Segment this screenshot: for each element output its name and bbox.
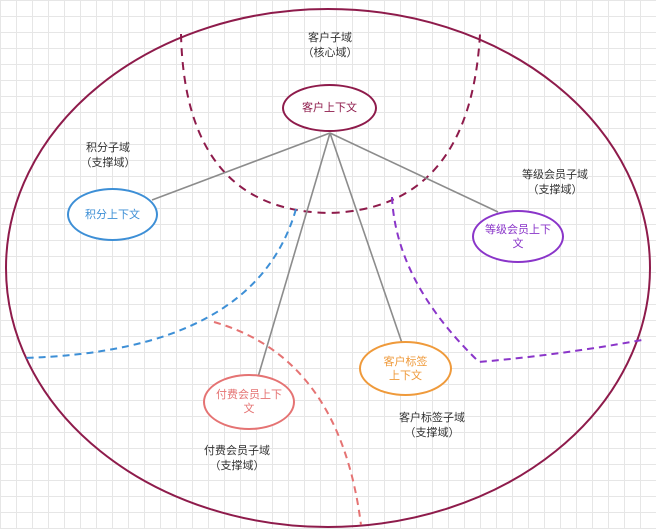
paid-domain-label: 付费会员子域 （支撑域） (204, 443, 270, 473)
paid-context-label: 付费会员上下 文 (216, 388, 282, 415)
points-context-label: 积分上下文 (85, 207, 140, 221)
tag-context-label: 客户标签 上下文 (383, 354, 428, 382)
connector-customer-tag (329, 132, 403, 344)
customer-context-label: 客户上下文 (302, 101, 357, 114)
outer-boundary (5, 8, 651, 528)
connector-customer-level (329, 132, 499, 213)
tag-domain-type: （支撑域） (404, 426, 460, 439)
paid-domain-boundary (213, 321, 362, 526)
connector-customer-paid (257, 132, 331, 378)
customer-domain-label: 客户子域 （核心域） (303, 30, 358, 60)
tag-domain-name: 客户标签子域 (399, 411, 465, 424)
points-domain-boundary (21, 208, 297, 359)
level-domain-boundary (391, 196, 643, 364)
level-context-label: 等级会员上下 文 (485, 222, 551, 250)
paid-domain-type: （支撑域） (209, 459, 265, 472)
customer-context-node[interactable]: 客户上下文 (282, 84, 377, 132)
points-context-node[interactable]: 积分上下文 (67, 188, 158, 241)
connector-customer-points (151, 132, 331, 201)
level-domain-type: （支撑域） (527, 183, 583, 196)
level-context-node[interactable]: 等级会员上下 文 (472, 210, 564, 263)
level-domain-name: 等级会员子域 (522, 168, 588, 181)
tag-context-node[interactable]: 客户标签 上下文 (359, 341, 452, 396)
paid-domain-name: 付费会员子域 (204, 444, 270, 457)
points-domain-name: 积分子域 (86, 141, 130, 154)
paid-context-node[interactable]: 付费会员上下 文 (203, 374, 295, 430)
points-domain-label: 积分子域 （支撑域） (81, 140, 136, 170)
customer-domain-name: 客户子域 (308, 31, 352, 44)
points-domain-type: （支撑域） (80, 156, 136, 169)
tag-domain-label: 客户标签子域 （支撑域） (399, 410, 465, 440)
customer-domain-type: （核心域） (302, 46, 358, 59)
level-domain-label: 等级会员子域 （支撑域） (522, 167, 588, 197)
